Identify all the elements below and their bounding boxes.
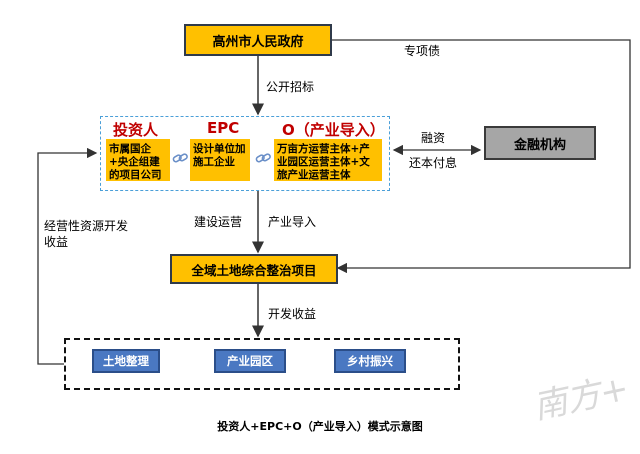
diagram-caption: 投资人+EPC+O（产业导入）模式示意图	[217, 420, 423, 433]
participants-group	[100, 116, 390, 191]
repayment-label: 还本付息	[409, 156, 458, 170]
outcome-land-consolidation: 土地整理	[92, 349, 160, 373]
investor-title: 投资人	[113, 121, 159, 139]
investor-desc: 市属国企+央企组建的项目公司	[106, 139, 170, 181]
outcome-industrial-park: 产业园区	[214, 349, 286, 373]
link-icon	[255, 153, 271, 163]
operating-income-label: 经营性资源开发收益	[44, 219, 129, 249]
o-desc: 万亩方运营主体+产业园区运营主体+文旅产业运营主体	[274, 139, 382, 181]
outcome-rural-revitalization: 乡村振兴	[334, 349, 406, 373]
arrow-special-bond	[332, 39, 631, 274]
o-title: O（产业导入）	[282, 121, 385, 139]
public-tender-label: 公开招标	[266, 80, 315, 94]
special-bond-label: 专项债	[404, 44, 441, 58]
financing-label: 融资	[421, 131, 446, 145]
arrow-operating-income	[37, 147, 98, 365]
epc-desc: 设计单位加施工企业	[190, 139, 250, 181]
epc-title: EPC	[207, 119, 240, 137]
industry-intro-label: 产业导入	[268, 215, 317, 229]
build-operate-label: 建设运营	[194, 215, 243, 229]
finance-node: 金融机构	[484, 126, 596, 160]
project-node: 全域土地综合整治项目	[170, 254, 338, 284]
dev-income-label: 开发收益	[268, 307, 317, 321]
link-icon	[172, 153, 188, 163]
gov-node: 高州市人民政府	[184, 24, 332, 56]
outcomes-group	[64, 338, 460, 390]
